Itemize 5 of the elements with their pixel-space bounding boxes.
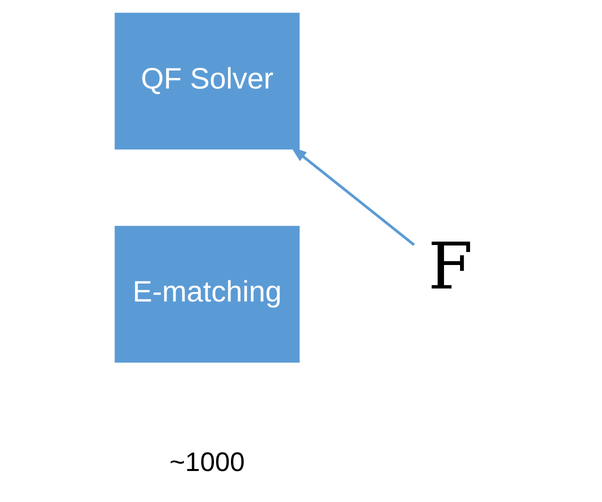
node-box: E-matching (114, 226, 300, 363)
node-box: QF Solver (114, 12, 300, 150)
arrow (290, 146, 415, 246)
label: ~1000 (170, 447, 245, 478)
node-text: F (428, 230, 473, 305)
